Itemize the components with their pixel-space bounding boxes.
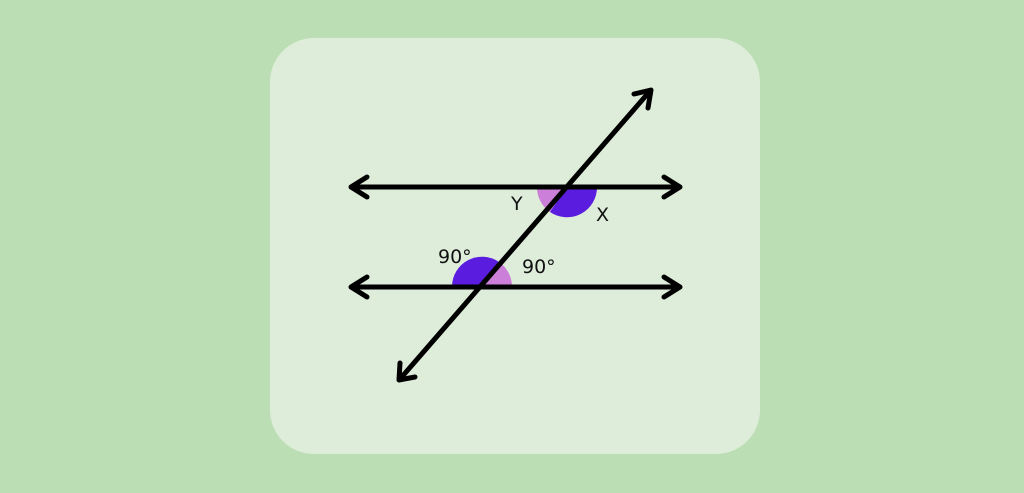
angle-lower-left-wedge [451,256,499,287]
lower-parallel-line [348,274,683,300]
angle-lower-right-wedge [482,262,513,287]
angle-y-label: Y [510,193,523,215]
angle-x-wedge [550,187,598,218]
transversal-line [396,87,654,383]
angle-lower-right-label: 90° [522,256,556,278]
upper-parallel-line [348,174,683,200]
angle-lower-left-label: 90° [438,246,472,268]
angle-x-label: X [596,204,609,226]
